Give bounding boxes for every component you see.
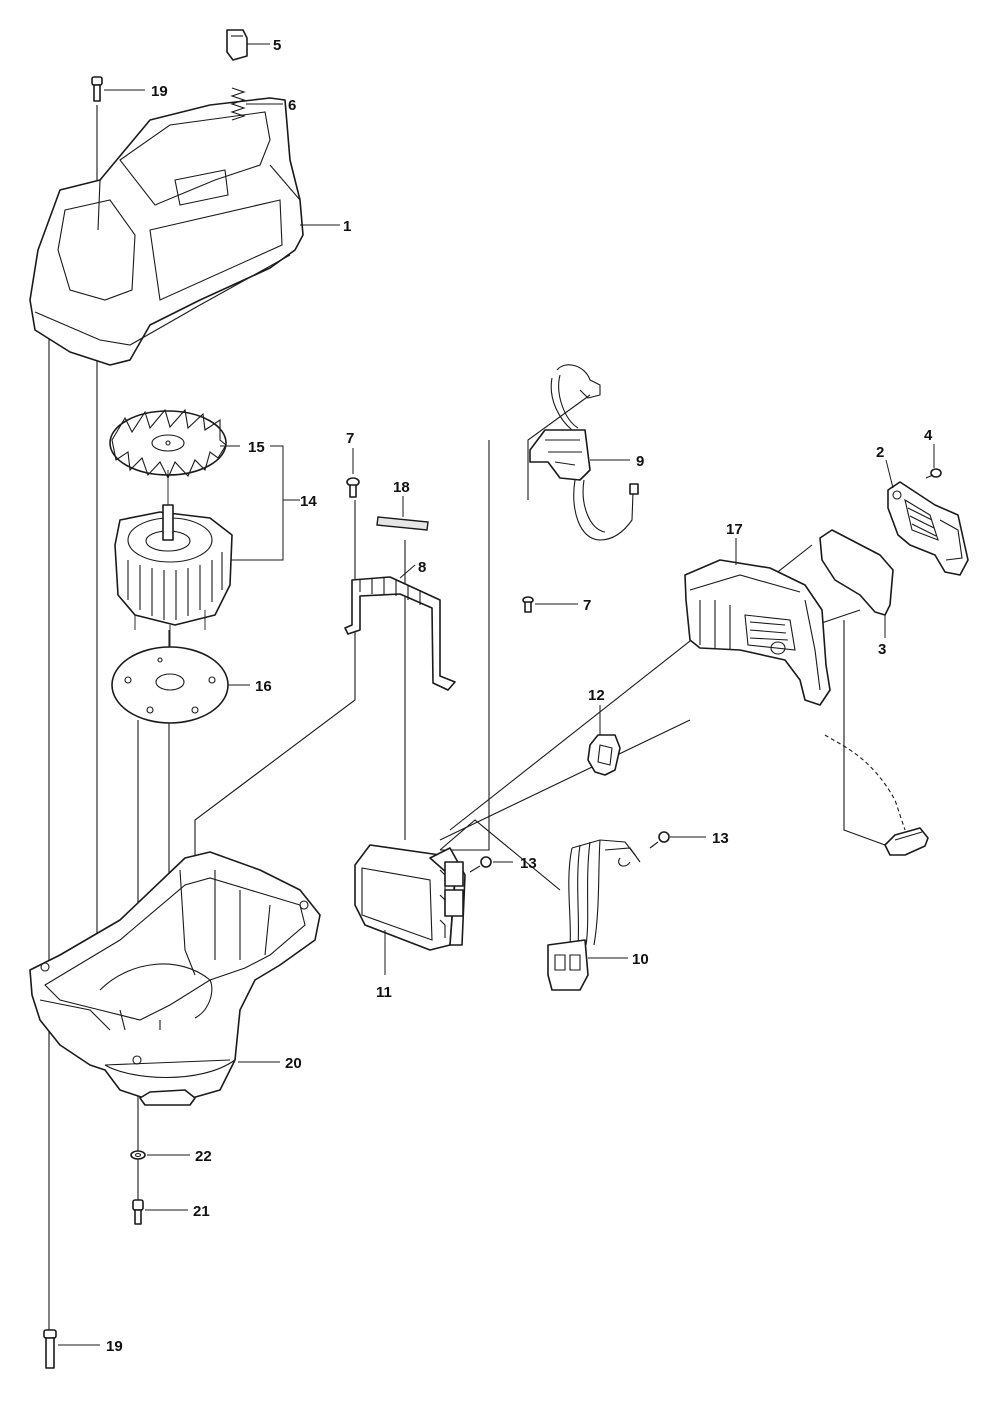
part-19-screw-bottom — [43, 1329, 57, 1369]
callout-21: 21 — [193, 1203, 210, 1220]
part-1-top-housing — [29, 97, 304, 366]
callout-7-left: 7 — [346, 430, 354, 447]
callout-18: 18 — [393, 479, 410, 496]
part-4-screw — [925, 468, 942, 479]
callout-6: 6 — [288, 97, 296, 114]
part-3-pad — [819, 529, 894, 616]
part-15-fan — [109, 408, 227, 505]
callout-11: 11 — [376, 984, 392, 1001]
callout-17: 17 — [726, 521, 743, 538]
callout-8: 8 — [418, 559, 426, 576]
part-7-screw-right — [522, 596, 534, 613]
callout-9: 9 — [636, 453, 644, 470]
callout-12: 12 — [588, 687, 605, 704]
part-12-strain-relief — [587, 734, 621, 776]
part-19-screw-top: 19 — [91, 76, 168, 102]
callout-13-harness: 13 — [712, 830, 729, 847]
part-6-spring: 6 — [230, 87, 296, 121]
part-17-handle-cover — [684, 559, 831, 706]
part-13-screw-harness — [649, 831, 670, 849]
part-8-bracket — [344, 576, 456, 691]
callout-22: 22 — [195, 1148, 212, 1165]
callout-4: 4 — [924, 427, 933, 444]
callout-19-top: 19 — [151, 83, 168, 100]
part-16-plate — [111, 646, 229, 724]
callout-7-right: 7 — [583, 597, 591, 614]
callout-16: 16 — [255, 678, 272, 695]
part-5-latch: 5 — [226, 29, 281, 61]
part-14-motor — [114, 504, 233, 660]
part-10-wire-harness — [547, 839, 641, 991]
cable-connector-dashed — [824, 734, 929, 856]
callout-15: 15 — [248, 439, 265, 456]
callout-5: 5 — [273, 37, 281, 54]
part-11-controller-box — [354, 844, 466, 951]
callout-13-box: 13 — [520, 855, 537, 872]
callout-20: 20 — [285, 1055, 302, 1072]
callout-14: 14 — [300, 493, 317, 510]
part-7-screw-left — [346, 477, 360, 498]
part-18-label — [376, 516, 429, 531]
part-2-cover-plate — [887, 481, 969, 576]
callout-2: 2 — [876, 444, 884, 461]
part-20-base-housing — [29, 851, 321, 1106]
callout-19-bottom: 19 — [106, 1338, 123, 1355]
part-13-screw-box — [469, 856, 492, 873]
callout-10: 10 — [632, 951, 649, 968]
callout-3: 3 — [878, 641, 886, 658]
part-9-switch — [529, 364, 639, 541]
part-21-screw — [132, 1199, 144, 1225]
callout-1: 1 — [343, 218, 351, 235]
part-22-washer — [130, 1150, 146, 1160]
